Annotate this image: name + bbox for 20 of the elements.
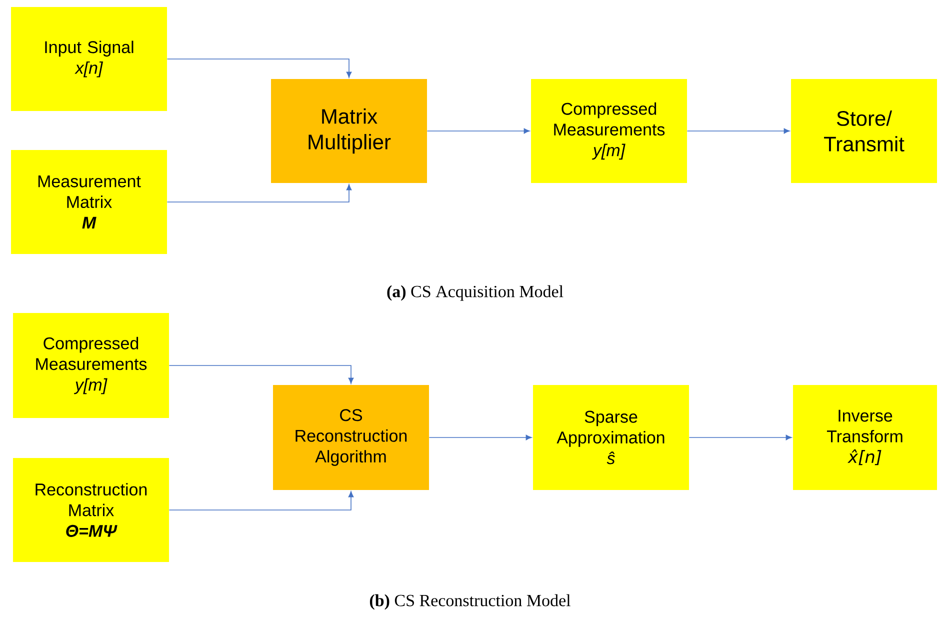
arrow xyxy=(426,128,530,134)
arrow xyxy=(166,58,352,78)
input-box: Compressed Measurements y[m] xyxy=(13,313,169,418)
arrow xyxy=(166,184,352,202)
input-box: Reconstruction Matrix Θ=MΨ xyxy=(13,458,169,562)
input-box: Input Signal x[n] xyxy=(11,7,167,111)
arrow xyxy=(428,434,532,440)
input-box: Compressed Measurements y[m] xyxy=(531,79,687,183)
process-box: CS Reconstruction Algorithm xyxy=(273,385,429,490)
arrow xyxy=(688,434,792,440)
input-box: Inverse Transform x̂[n] xyxy=(793,385,937,490)
caption: (b) CS Reconstruction Model xyxy=(370,594,570,610)
process-box: Matrix Multiplier xyxy=(271,79,427,183)
arrow xyxy=(686,128,790,134)
caption: (a) CS Acquisition Model xyxy=(387,285,564,301)
input-box: Store/ Transmit xyxy=(791,79,937,183)
input-box: Measurement Matrix M xyxy=(11,150,167,254)
input-box: Sparse Approximation ŝ xyxy=(533,385,689,490)
arrow xyxy=(168,365,354,384)
arrow xyxy=(168,491,354,510)
